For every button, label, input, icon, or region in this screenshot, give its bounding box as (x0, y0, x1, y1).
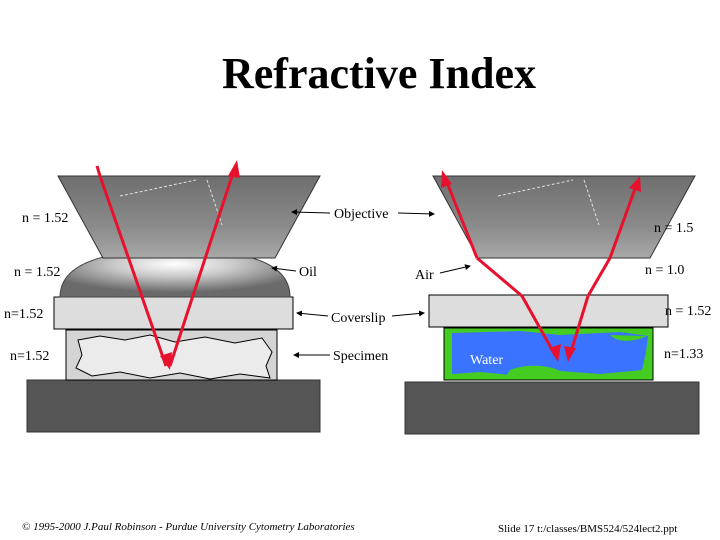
right-ray-3-arrowhead (549, 344, 561, 362)
left-ray-outgoing (168, 169, 236, 367)
algae-patch-2 (610, 335, 646, 341)
water-label: Water (470, 353, 503, 368)
left-objective-n-label: n = 1.52 (22, 211, 68, 226)
right-ray-4-arrowhead (564, 346, 576, 362)
right-objective-highlight-2 (583, 179, 600, 226)
right-ray-6-arrowhead (629, 176, 641, 192)
left-ray-incoming-top (95, 165, 102, 177)
right-ray-2 (476, 256, 523, 298)
right-air-n-label: n = 1.0 (645, 263, 684, 278)
right-stage-base (404, 381, 700, 435)
left-coverslip-n-label: n=1.52 (4, 307, 43, 322)
oil-label: Oil (299, 265, 317, 280)
air-label: Air (415, 268, 434, 283)
coverslip-pointer-right (391, 310, 425, 317)
air-pointer (439, 264, 471, 274)
right-ray-3 (520, 295, 557, 356)
water-region (452, 331, 648, 376)
objective-label: Objective (334, 207, 388, 222)
right-objective (432, 175, 696, 259)
right-water-n-label: n=1.33 (664, 347, 703, 362)
coverslip-label: Coverslip (331, 311, 385, 326)
left-objective (57, 175, 321, 259)
left-stage-base (26, 379, 321, 433)
specimen-label: Specimen (333, 349, 388, 364)
slide-title: Refractive Index (221, 49, 536, 98)
right-objective-highlight (497, 179, 574, 197)
right-ray-5 (586, 257, 612, 297)
right-ray-4 (568, 295, 590, 356)
algae-patch-1 (505, 365, 566, 378)
objective-pointer-left (291, 209, 331, 216)
copyright-footer: © 1995-2000 J.Paul Robinson - Purdue Uni… (22, 521, 355, 533)
left-oil-n-label: n = 1.52 (14, 265, 60, 280)
right-ray-6 (608, 185, 638, 259)
left-objective-highlight-2 (206, 179, 223, 226)
left-ray-incoming (98, 175, 168, 367)
coverslip-pointer-left (296, 310, 329, 317)
left-coverslip (53, 296, 294, 330)
objective-pointer-right (397, 210, 435, 217)
left-specimen-n-label: n=1.52 (10, 349, 49, 364)
right-ray-1-arrowhead (441, 170, 452, 188)
right-ray-1 (444, 179, 479, 259)
right-coverslip (428, 294, 669, 328)
left-objective-highlight (119, 179, 197, 197)
left-ray-arrowhead-up (228, 160, 240, 178)
oil-pointer (271, 265, 297, 272)
right-objective-n-label: n = 1.5 (654, 221, 693, 236)
slide-reference: Slide 17 t:/classes/BMS524/524lect2.ppt (498, 523, 677, 535)
right-coverslip-n-label: n = 1.52 (665, 304, 711, 319)
